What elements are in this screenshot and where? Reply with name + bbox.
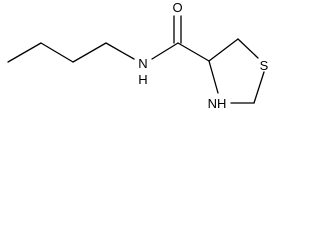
bond-n-carbonyl: [151, 42, 179, 60]
amide-hydrogen-label: H: [138, 72, 147, 87]
bond-s-c2ring: [253, 71, 265, 104]
ring-sulfur-label: S: [260, 58, 269, 73]
bond-c4ring-c5ring: [208, 38, 239, 62]
bond-c2-c3: [40, 42, 74, 63]
oxygen-label: O: [172, 0, 182, 15]
ring-nh-label: NH: [208, 96, 227, 111]
bond-c3-c4: [72, 42, 107, 63]
molecule-structure: O N H S NH: [7, 0, 269, 111]
bond-c4-n: [105, 42, 135, 60]
amide-nitrogen-label: N: [138, 56, 147, 71]
bond-carbonyl-c4ring: [177, 42, 210, 62]
bond-c1-c2: [7, 42, 42, 63]
bond-c5ring-s: [237, 38, 259, 59]
bond-nh-c4ring: [208, 60, 219, 94]
